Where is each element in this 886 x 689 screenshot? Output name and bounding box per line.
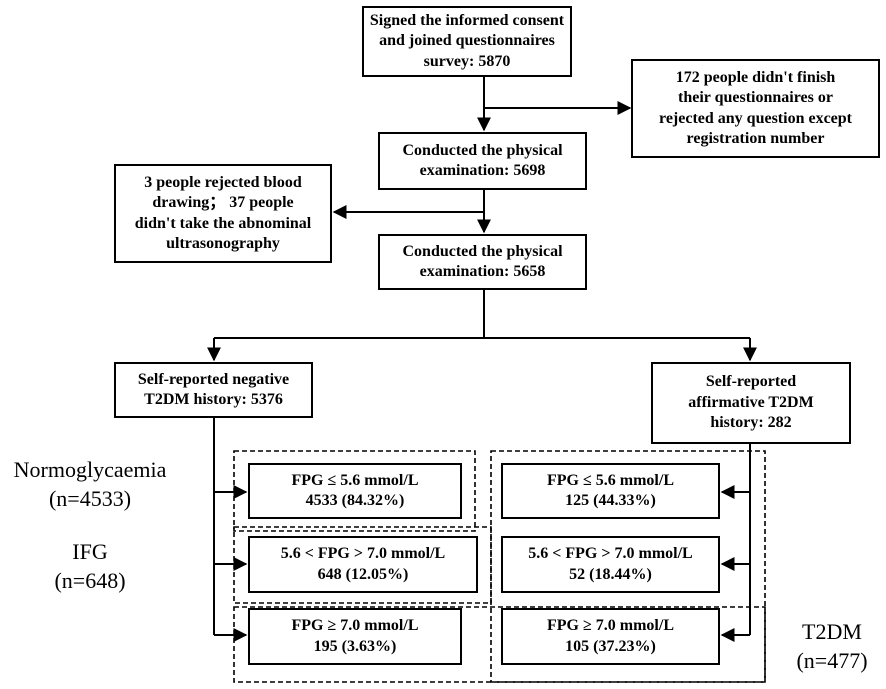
box-negative-history: Self-reported negative T2DM history: 537… — [114, 362, 313, 418]
box-affirmative-history: Self-reported affirmative T2DM history: … — [651, 362, 851, 444]
box-neg-normoglycaemia: FPG ≤ 5.6 mmol/L 4533 (84.32%) — [248, 463, 462, 519]
box-physical-exam-1: Conducted the physical examination: 5698 — [378, 132, 587, 190]
box-physical-exam-2: Conducted the physical examination: 5658 — [378, 234, 587, 290]
group-t2dm-frame — [233, 606, 766, 683]
group-normoglycaemia-frame — [233, 450, 476, 532]
box-aff-t2dm: FPG ≥ 7.0 mmol/L 105 (37.23%) — [501, 608, 720, 665]
box-aff-ifg: 5.6 < FPG > 7.0 mmol/L 52 (18.44%) — [501, 536, 720, 593]
group-ifg-frame — [233, 526, 492, 604]
box-excluded-questionnaire: 172 people didn't finish their questionn… — [631, 59, 880, 158]
label-ifg: IFG (n=648) — [54, 539, 126, 593]
box-consent-survey: Signed the informed consent and joined q… — [362, 6, 572, 77]
box-neg-ifg: 5.6 < FPG > 7.0 mmol/L 648 (12.05%) — [248, 536, 478, 593]
box-neg-t2dm: FPG ≥ 7.0 mmol/L 195 (3.63%) — [248, 608, 462, 665]
label-t2dm: T2DM (n=477) — [796, 619, 868, 673]
box-excluded-blood: 3 people rejected blood drawing； 37 peop… — [114, 164, 332, 263]
box-aff-normoglycaemia: FPG ≤ 5.6 mmol/L 125 (44.33%) — [501, 463, 720, 519]
group-right-column-frame — [490, 450, 766, 683]
label-normoglycaemia: Normoglycaemia (n=4533) — [13, 457, 167, 511]
